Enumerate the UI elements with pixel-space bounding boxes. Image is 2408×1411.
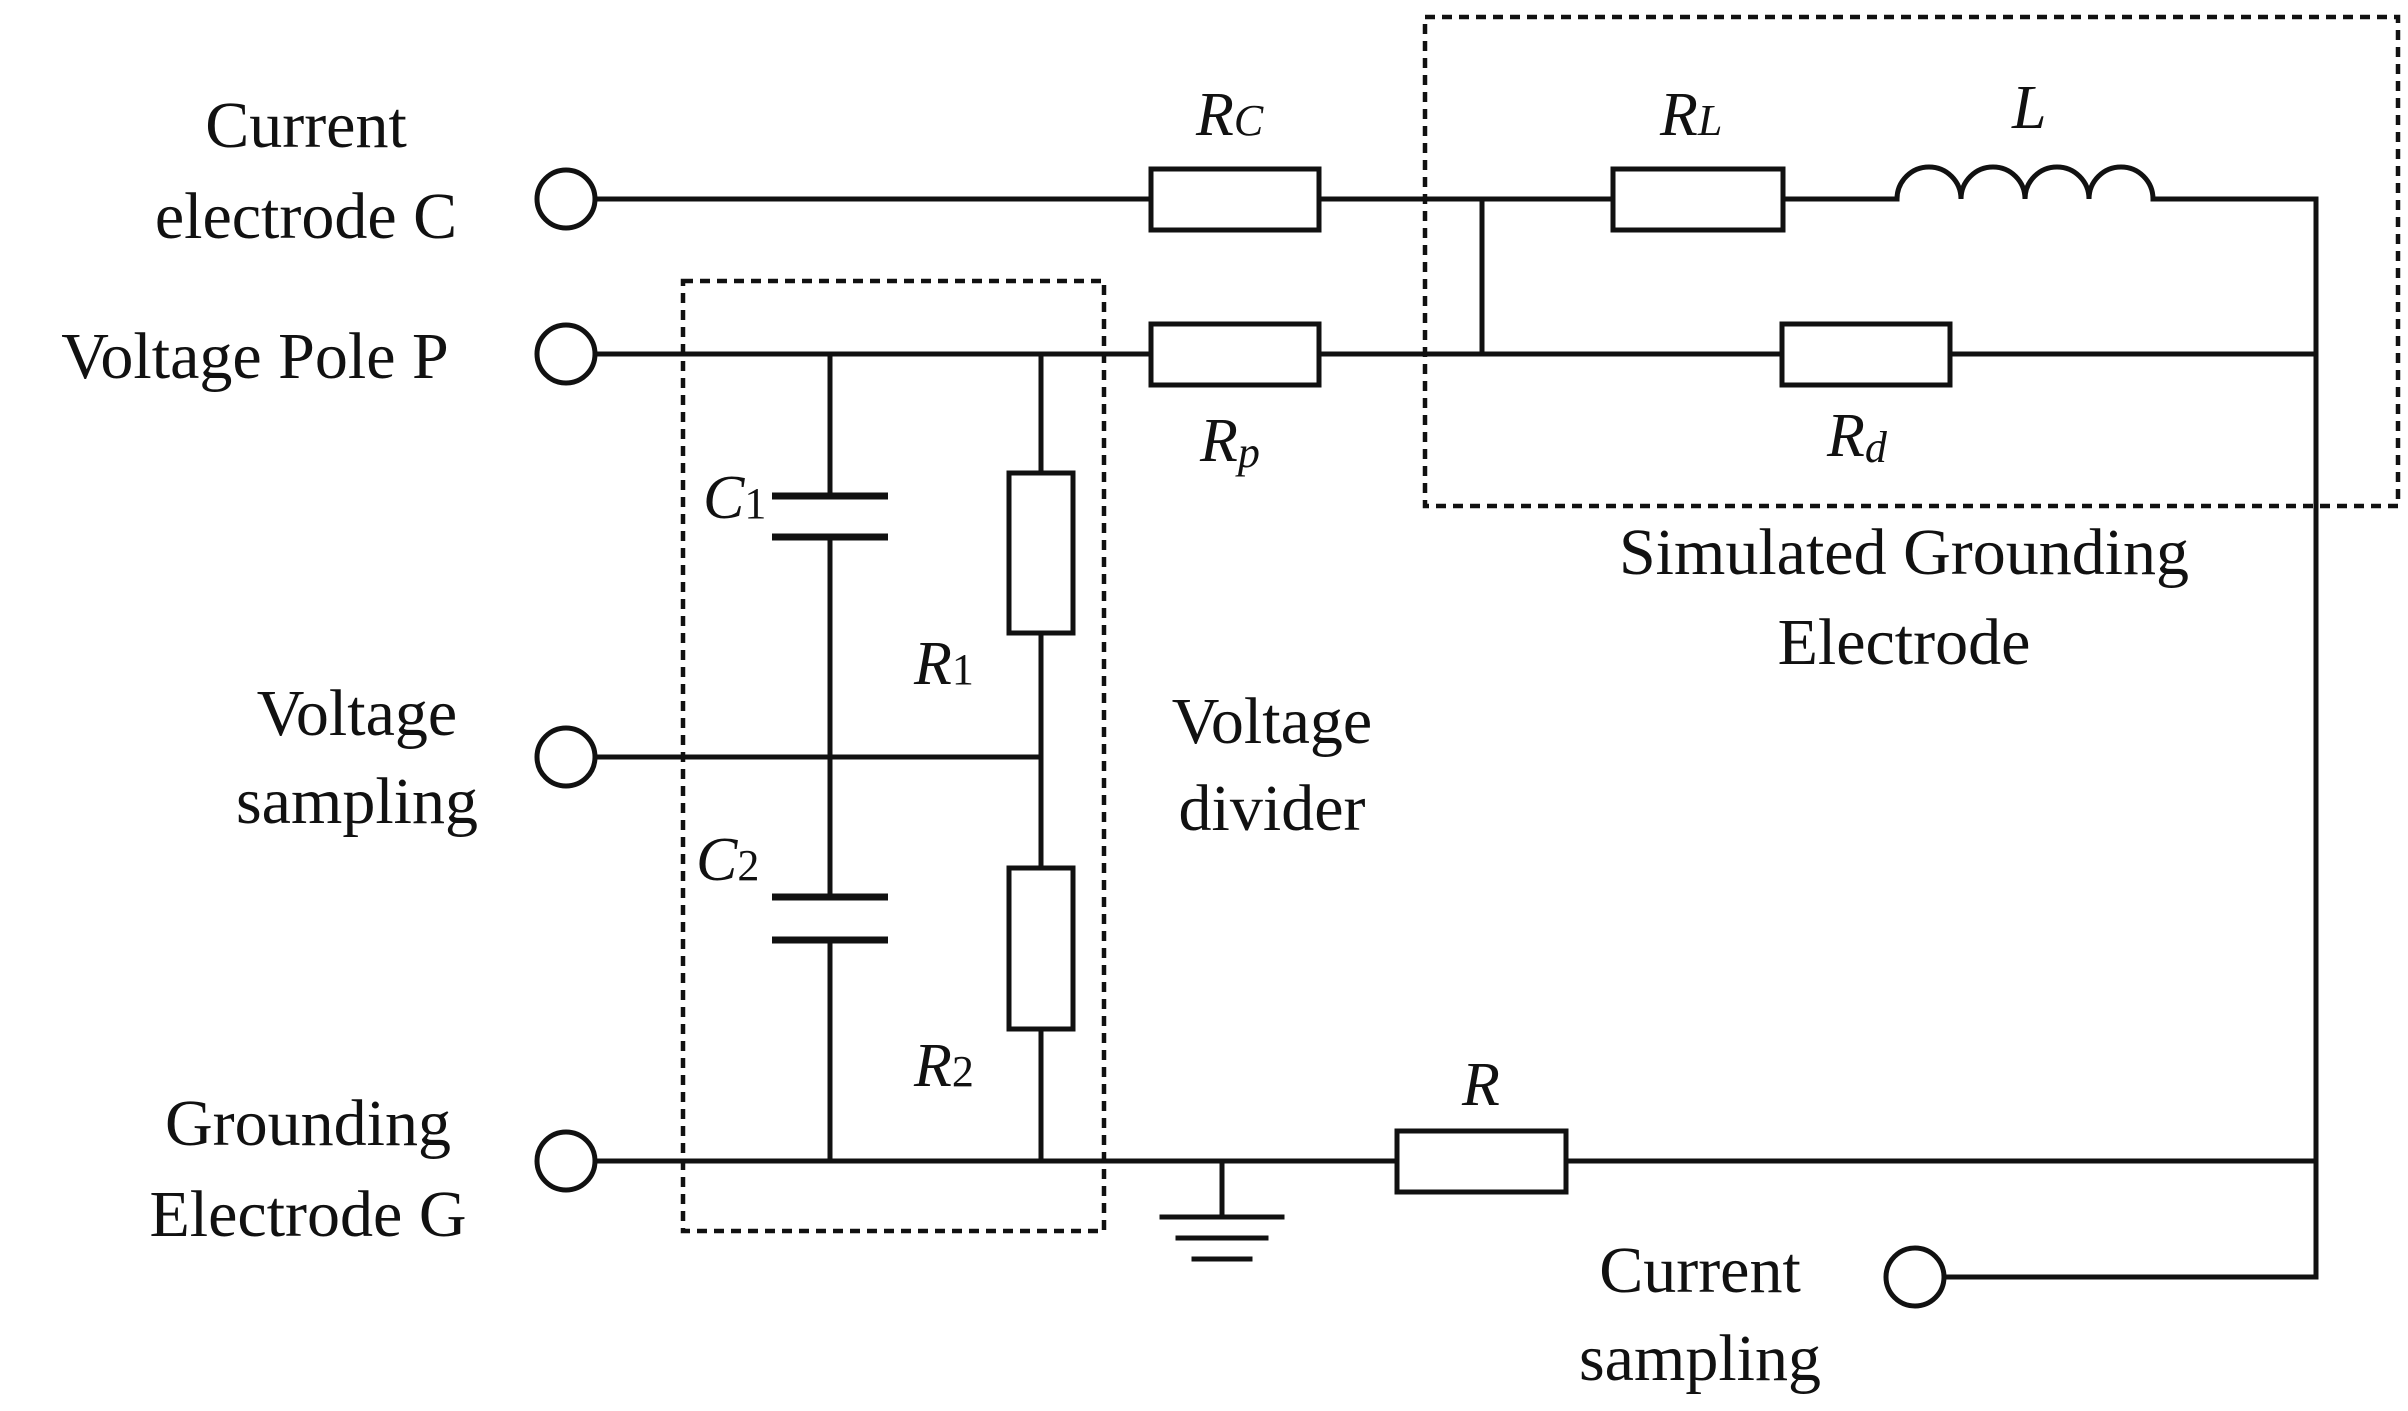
label-simulated-grounding-line1: Simulated Grounding xyxy=(1619,516,2189,589)
label-grounding-electrode-line2: Electrode G xyxy=(149,1178,466,1251)
label-voltage-pole: Voltage Pole P xyxy=(61,320,448,393)
label-current-electrode-line1: Current xyxy=(205,89,407,162)
voltage-divider-box xyxy=(680,278,1107,1234)
resistor-r xyxy=(1394,1128,1569,1195)
label-r2: R2 xyxy=(913,1032,974,1100)
terminal-current-sampling xyxy=(1883,1245,1947,1309)
ground-icon xyxy=(1159,1214,1285,1262)
label-voltage-divider-line1: Voltage xyxy=(1172,685,1372,758)
resistor-rc xyxy=(1148,166,1322,233)
label-l: L xyxy=(2011,74,2046,142)
label-r: R xyxy=(1461,1051,1500,1119)
label-rc: RC xyxy=(1195,81,1264,149)
label-voltage-sampling-line2: sampling xyxy=(236,765,478,838)
capacitor-c2 xyxy=(772,893,888,944)
capacitor-c1 xyxy=(772,492,888,541)
label-c1: C1 xyxy=(703,464,766,532)
label-current-sampling-line1: Current xyxy=(1599,1234,1801,1307)
resistor-rl xyxy=(1610,166,1786,233)
label-voltage-divider-line2: divider xyxy=(1179,772,1366,845)
label-rp: Rp xyxy=(1199,407,1260,477)
resistor-r1 xyxy=(1006,470,1076,636)
wires xyxy=(593,196,2319,1280)
terminal-grounding-electrode xyxy=(534,1129,598,1193)
label-voltage-sampling-line1: Voltage xyxy=(257,677,457,750)
inductor-l xyxy=(1894,164,2156,200)
label-grounding-electrode-line1: Grounding xyxy=(165,1087,451,1160)
terminal-current-electrode xyxy=(534,167,598,231)
resistor-rp xyxy=(1148,321,1322,388)
simulated-grounding-box xyxy=(1422,14,2401,509)
label-rl: RL xyxy=(1659,81,1722,149)
label-simulated-grounding-line2: Electrode xyxy=(1778,606,2031,679)
label-r1: R1 xyxy=(913,630,974,698)
terminal-voltage-sampling xyxy=(534,725,598,789)
resistor-r2 xyxy=(1006,865,1076,1032)
label-current-sampling-line2: sampling xyxy=(1579,1322,1821,1395)
label-current-electrode-line2: electrode C xyxy=(155,180,457,253)
resistor-rd xyxy=(1779,321,1953,388)
terminal-voltage-pole xyxy=(534,322,598,386)
label-rd: Rd xyxy=(1826,402,1888,472)
label-c2: C2 xyxy=(696,826,759,894)
